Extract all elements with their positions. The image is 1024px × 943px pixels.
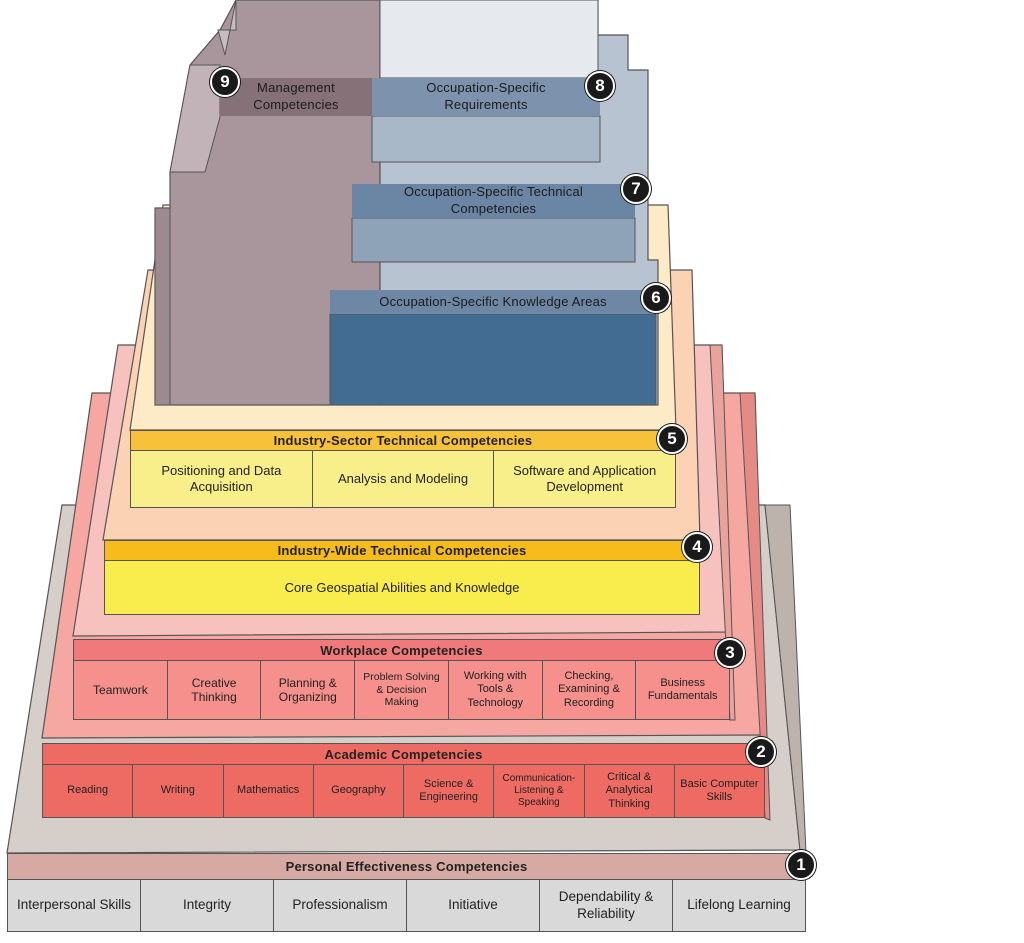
tier6-number-badge: 6 xyxy=(641,283,671,313)
tier1-cell: Lifelong Learning xyxy=(687,897,791,913)
occupation-step-6 xyxy=(329,313,657,406)
tier5-cells: Positioning and Data Acquisition Analysi… xyxy=(130,451,676,508)
tier4-number-badge: 4 xyxy=(682,532,712,562)
tier4-title: Industry-Wide Technical Competencies xyxy=(277,543,527,558)
tier3-cell: Business Fundamentals xyxy=(647,676,718,702)
tier1-cell: Integrity xyxy=(141,880,274,931)
tier2-cell: Science & Engineering xyxy=(404,765,495,817)
tier6-title: Occupation-Specific Knowledge Areas xyxy=(379,293,607,309)
tier5-cell: Software and Application Development xyxy=(513,463,657,494)
tier9-band: Management Competencies xyxy=(220,78,372,116)
tier3-side xyxy=(709,344,736,721)
tier1-number-badge: 1 xyxy=(786,850,816,880)
tier3-cell: Working with Tools & Technology xyxy=(449,661,543,719)
tier3-cell: Teamwork xyxy=(74,661,168,719)
tier4-band: Industry-Wide Technical Competencies xyxy=(104,540,700,561)
tier3-title: Workplace Competencies xyxy=(320,642,483,658)
tier2-title: Academic Competencies xyxy=(324,746,483,762)
tier5-band: Industry-Sector Technical Competencies xyxy=(130,430,676,451)
tier9-number-badge: 9 xyxy=(210,67,240,97)
tier4-cells: Core Geospatial Abilities and Knowledge xyxy=(104,561,700,615)
tier1-cell: Initiative xyxy=(407,880,540,931)
tier2-cell: Mathematics xyxy=(224,765,314,817)
tier2-side xyxy=(739,392,771,821)
tier1-cell: Professionalism xyxy=(274,880,407,931)
tier3-cell: Problem Solving & Decision Making xyxy=(355,661,449,719)
tier1-cell: Interpersonal Skills xyxy=(8,880,141,931)
tier9-title: Management Competencies xyxy=(253,80,339,112)
tier3-cell: Planning & Organizing xyxy=(261,661,356,719)
tier7-number-badge: 7 xyxy=(621,174,651,204)
tier1-band: Personal Effectiveness Competencies xyxy=(7,853,806,880)
occupation-step-7 xyxy=(351,217,636,263)
tier8-number-badge: 8 xyxy=(585,71,615,101)
tier2-cell: Reading xyxy=(43,765,134,817)
tier3-cell: Checking, Examining & Recording xyxy=(543,661,637,719)
tier2-cells: Reading Writing Mathematics Geography Sc… xyxy=(42,765,765,818)
management-step-upper xyxy=(169,64,221,173)
tier2-cell: Writing xyxy=(133,765,224,817)
tier8-title: Occupation-Specific Requirements xyxy=(426,80,546,112)
tier2-cell: Critical & Analytical Thinking xyxy=(585,765,675,817)
occupation-step-8 xyxy=(371,115,601,163)
management-step-top xyxy=(217,0,237,56)
tier3-cell: Creative Thinking xyxy=(168,661,262,719)
tier8-band: Occupation-Specific Requirements xyxy=(372,78,600,116)
tier1-cell: Dependability & Reliability xyxy=(540,880,673,931)
tier5-title: Industry-Sector Technical Competencies xyxy=(273,433,533,448)
management-step-lower xyxy=(154,207,171,406)
tier5-number-badge: 5 xyxy=(657,424,687,454)
tier1-cells: Interpersonal Skills Integrity Professio… xyxy=(7,880,806,932)
tier2-number-badge: 2 xyxy=(746,737,776,767)
tier7-title: Occupation-Specific Technical Competenci… xyxy=(404,184,583,216)
tier5-cell: Analysis and Modeling xyxy=(313,451,495,507)
tier4-cell: Core Geospatial Abilities and Knowledge xyxy=(284,579,520,595)
tier1-title: Personal Effectiveness Competencies xyxy=(285,859,528,874)
tier7-band: Occupation-Specific Technical Competenci… xyxy=(352,184,635,218)
tier2-band: Academic Competencies xyxy=(42,743,765,765)
occupation-top xyxy=(379,0,599,79)
tier6-band: Occupation-Specific Knowledge Areas xyxy=(330,290,656,314)
tier3-cells: Teamwork Creative Thinking Planning & Or… xyxy=(73,661,730,720)
tier3-number-badge: 3 xyxy=(715,638,745,668)
tier2-cell: Communication- Listening & Speaking xyxy=(494,765,585,817)
tier2-cell: Basic Computer Skills xyxy=(680,777,759,803)
tier5-cell: Positioning and Data Acquisition xyxy=(131,451,313,507)
tier3-band: Workplace Competencies xyxy=(73,639,730,661)
tier2-cell: Geography xyxy=(314,765,404,817)
